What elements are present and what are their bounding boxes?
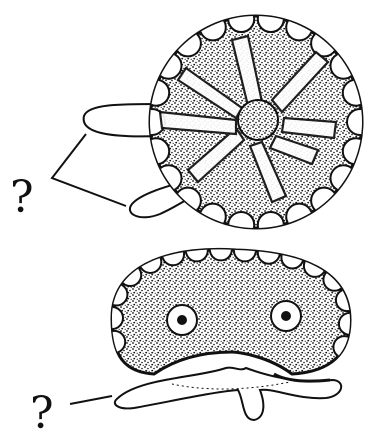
rim-tooth: [304, 255, 326, 277]
top-specimen: [84, 6, 372, 238]
rim-tooth: [175, 30, 201, 56]
rim-tooth: [200, 204, 226, 230]
rim-tooth: [162, 243, 184, 265]
bottom-frill: [115, 368, 341, 420]
rim-tooth: [105, 284, 127, 306]
bottom-pointer-line: [70, 396, 112, 404]
rim-tooth: [228, 6, 254, 32]
left-eye-spot: [167, 305, 197, 335]
bottom-pointer: ?: [30, 388, 112, 438]
right-eye-spot: [271, 301, 301, 331]
rim-tooth: [258, 212, 284, 238]
rim-tooth: [336, 289, 358, 311]
rim-tooth: [347, 109, 372, 135]
rim-tooth: [311, 188, 337, 214]
bottom-question-mark: ?: [30, 388, 54, 438]
rim-tooth: [103, 331, 125, 353]
bottom-specimen: [101, 238, 361, 420]
rim-tooth: [258, 6, 284, 32]
rim-tooth: [333, 336, 355, 358]
pointer-lines: [52, 134, 126, 206]
rim-tooth: [228, 212, 254, 238]
rim-tooth: [286, 204, 312, 230]
rim-tooth: [200, 14, 226, 40]
top-pointer: ?: [10, 134, 126, 223]
rim-tooth: [286, 14, 312, 40]
central-hub: [238, 100, 278, 140]
top-question-mark: ?: [10, 172, 34, 223]
rim-tooth: [281, 246, 303, 268]
